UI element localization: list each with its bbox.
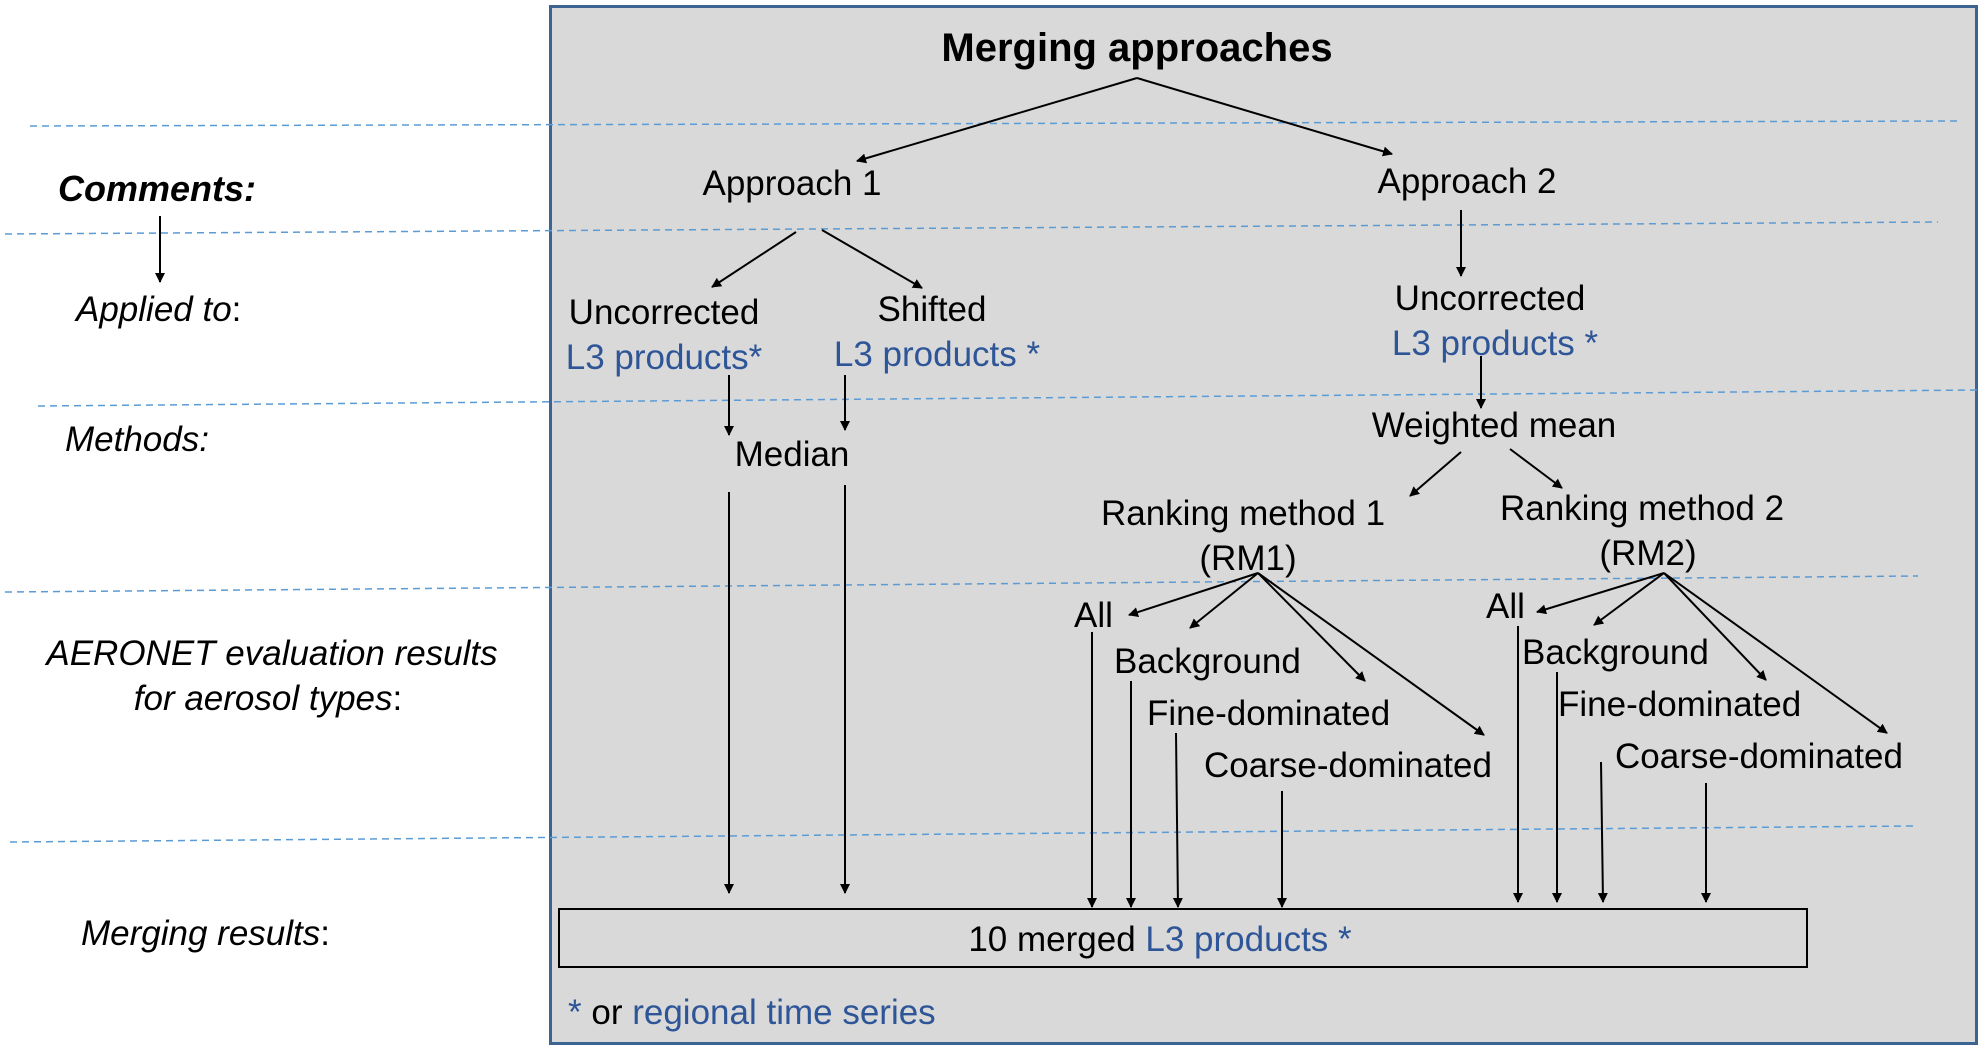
separator-line: [37, 389, 1981, 407]
arrow: [1128, 572, 1259, 617]
aeronet-label-text: for aerosol types: [133, 679, 393, 718]
footnote: * or regional time series: [568, 995, 936, 1030]
comments-label: Comments:: [58, 168, 257, 209]
rm2-type-fine-dominated: Fine-dominated: [1558, 685, 1802, 724]
rm1-type-all: All: [1074, 596, 1113, 635]
arrow: [821, 229, 923, 289]
arrow: [1257, 572, 1485, 736]
arrow: [1189, 572, 1259, 629]
rm1-type-fine-dominated: Fine-dominated: [1147, 694, 1391, 733]
separator-line: [29, 120, 1961, 127]
merged-results-text: 10 merged L3 products *: [968, 922, 1351, 957]
ranking-method-2-line1: Ranking method 2: [1499, 489, 1785, 528]
rm1-type-background: Background: [1114, 642, 1301, 681]
approach-2-uncorrected-products: L3 products *: [1391, 324, 1599, 363]
arrow: [1597, 761, 1608, 903]
merging-results-label: Merging results:: [81, 916, 330, 951]
merged-count: 10 merged: [968, 920, 1136, 959]
separator-line: [9, 825, 1914, 843]
aeronet-label-colon: :: [392, 679, 403, 718]
separator-line: [4, 575, 1919, 593]
arrow: [711, 231, 797, 288]
arrow: [856, 77, 1138, 164]
aeronet-label-line1: AERONET evaluation results: [46, 634, 498, 673]
methods-label: Methods:: [65, 420, 209, 459]
rm2-type-all: All: [1486, 587, 1525, 626]
arrow: [1136, 77, 1393, 157]
applied-to-colon: :: [231, 290, 242, 329]
arrow: [1509, 448, 1563, 489]
applied-to-label: Applied to:: [76, 292, 241, 327]
footnote-star: *: [568, 993, 582, 1032]
merged-results-box: [558, 908, 1808, 968]
rm2-type-coarse-dominated: Coarse-dominated: [1615, 737, 1903, 776]
merged-products: L3 products *: [1145, 920, 1352, 959]
approach-2-label: Approach 2: [1377, 162, 1557, 201]
approach-1-shifted: Shifted: [877, 290, 987, 329]
arrow: [1172, 732, 1183, 908]
diagram-title: Merging approaches: [941, 26, 1333, 70]
merging-results-text: Merging results: [81, 914, 321, 953]
arrow: [1257, 572, 1366, 682]
approach-2-uncorrected: Uncorrected: [1394, 279, 1586, 318]
ranking-method-1-line2: (RM1): [1199, 539, 1297, 578]
ranking-method-2-line2: (RM2): [1599, 534, 1697, 573]
merging-results-colon: :: [320, 914, 330, 953]
ranking-method-1-line1: Ranking method 1: [1100, 494, 1386, 533]
aeronet-label-line2: for aerosol types:: [134, 681, 402, 716]
footnote-text: regional time series: [632, 993, 936, 1032]
footnote-or: or: [591, 993, 623, 1032]
arrow: [1593, 572, 1665, 626]
arrow: [1536, 572, 1665, 615]
approach-1-label: Approach 1: [702, 164, 882, 203]
applied-to-text: Applied to: [76, 290, 232, 329]
arrow: [1663, 572, 1888, 734]
rm1-type-coarse-dominated: Coarse-dominated: [1204, 746, 1492, 785]
approach-1-uncorrected: Uncorrected: [568, 293, 760, 332]
arrow: [1663, 572, 1767, 681]
arrow: [1409, 451, 1462, 497]
median-method: Median: [734, 435, 850, 474]
approach-1-uncorrected-products: L3 products*: [565, 338, 763, 377]
separator-line: [4, 221, 1939, 235]
rm2-type-background: Background: [1522, 633, 1709, 672]
weighted-mean-method: Weighted mean: [1371, 406, 1617, 445]
approach-1-shifted-products: L3 products *: [833, 335, 1041, 374]
diagram-panel: [549, 5, 1978, 1045]
